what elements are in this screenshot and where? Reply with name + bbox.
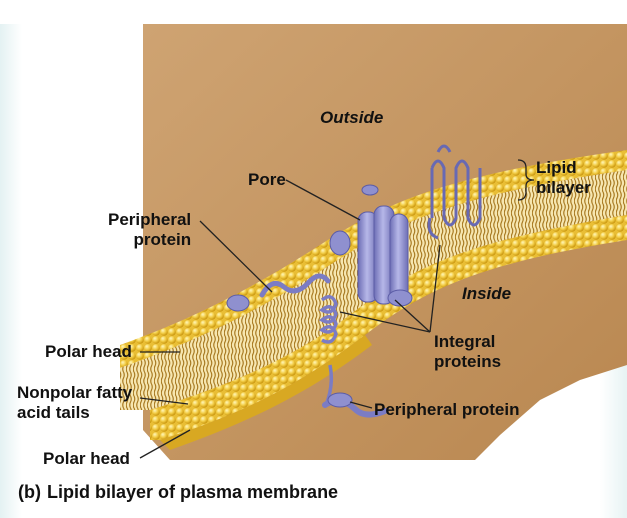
- lower-protein-blob: [327, 392, 353, 408]
- leader-peripheral-top: [199, 220, 273, 293]
- leader-pore: [285, 179, 361, 221]
- helical-integral-protein: [427, 144, 482, 240]
- pore-label: Pore: [248, 170, 286, 189]
- leader-integral-2: [429, 244, 441, 333]
- leader-integral-3: [339, 311, 431, 333]
- outer-leaflet: [120, 150, 627, 368]
- leader-peripheral-bottom: [349, 401, 373, 409]
- polar-head-bottom-label: Polar head: [43, 449, 130, 468]
- inside-label: Inside: [462, 284, 512, 303]
- peripheral-protein-bottom-label: Peripheral protein: [374, 400, 520, 419]
- outside-label: Outside: [320, 108, 384, 127]
- pore-protein: [357, 205, 413, 307]
- lipid-bilayer-label: Lipid bilayer: [536, 158, 591, 197]
- peripheral-protein-top-label: Peripheral protein: [108, 210, 192, 249]
- top-white-strip: [0, 0, 627, 24]
- nonpolar-tails-label: Nonpolar fatty acid tails: [17, 383, 133, 422]
- figure-caption: (b)Lipid bilayer of plasma membrane: [18, 482, 338, 503]
- leader-polar-head-bottom: [139, 429, 191, 459]
- leader-integral-1: [394, 299, 431, 333]
- caption-tag: (b): [18, 482, 41, 502]
- leader-nonpolar: [139, 397, 189, 405]
- top-protein-blob-2: [361, 184, 379, 196]
- integral-proteins-label: Integral proteins: [434, 332, 502, 371]
- small-protein-blob: [226, 294, 250, 312]
- polar-head-top-label: Polar head: [45, 342, 132, 361]
- cut-face-bottom: [160, 335, 372, 450]
- lipid-bilayer-brace: [517, 159, 535, 201]
- top-protein-blob: [329, 230, 351, 256]
- inner-leaflet: [150, 215, 627, 440]
- caption-text: Lipid bilayer of plasma membrane: [46, 482, 339, 502]
- peripheral-protein-upper: [259, 273, 331, 298]
